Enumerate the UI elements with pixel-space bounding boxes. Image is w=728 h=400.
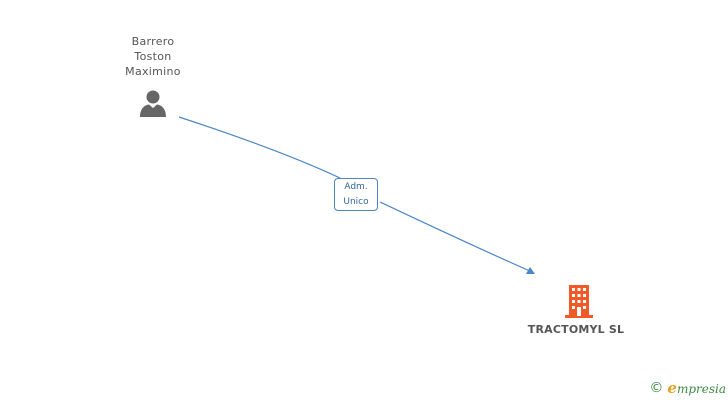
role-label-line: Unico — [343, 197, 369, 207]
brand-name-rest: mpresia — [676, 382, 726, 396]
person-name-line: Toston — [134, 50, 172, 63]
role-label-line: Adm. — [344, 182, 368, 192]
brand-initial: e — [667, 379, 677, 397]
person-icon[interactable] — [138, 89, 168, 119]
person-name-line: Barrero — [131, 35, 175, 48]
person-name-label[interactable]: Barrero Toston Maximino — [103, 34, 203, 79]
building-icon[interactable] — [563, 284, 595, 318]
role-label-box[interactable]: Adm. Unico — [334, 178, 378, 211]
brand-name: empresia — [667, 379, 726, 397]
edge-arrowhead — [526, 267, 535, 274]
person-name-line: Maximino — [125, 65, 181, 78]
relationship-edge — [178, 116, 533, 273]
company-name-label[interactable]: TRACTOMYL SL — [527, 323, 625, 336]
brand-logo: © empresia — [649, 379, 726, 397]
copyright-icon: © — [649, 380, 664, 396]
